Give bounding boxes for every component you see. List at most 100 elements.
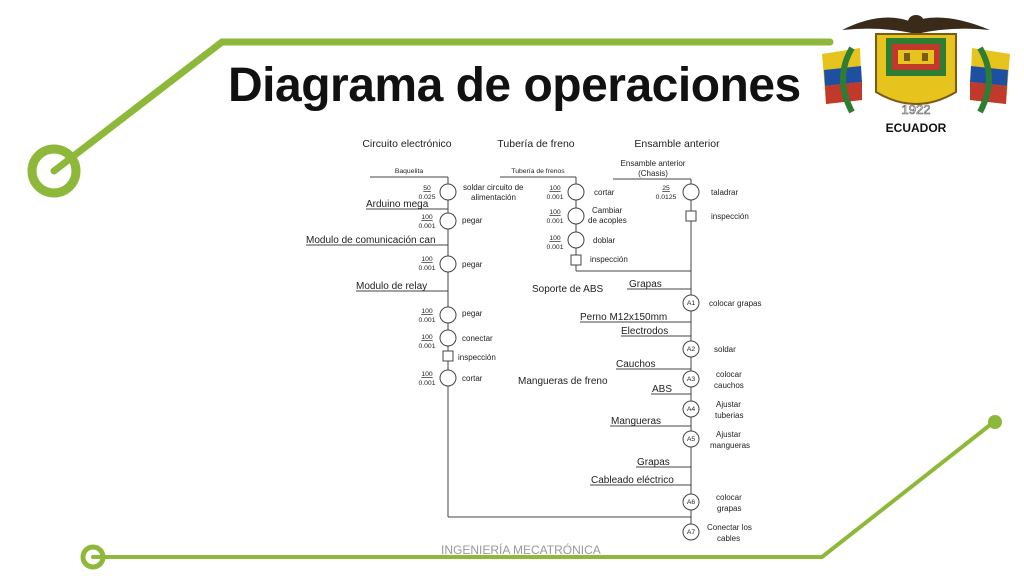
assembly-op-a4-id: A4: [687, 406, 696, 413]
circuit-op-5: 100 0.001 conectar: [418, 329, 493, 350]
chassis-op-den: 0.0125: [656, 194, 677, 201]
material-relay: Modulo de relay: [356, 281, 427, 292]
material-mangueras-freno: Mangueras de freno: [518, 376, 608, 387]
assembly-op-a5-id: A5: [687, 436, 696, 443]
header-circuito: Circuito electrónico: [362, 138, 451, 150]
emblem-year: 1922: [902, 102, 931, 117]
circuit-op-3: 100 0.001 pegar: [418, 255, 483, 273]
circuit-op-2-label: pegar: [462, 216, 483, 225]
circuit-op-1-label: soldar circuito de: [463, 183, 524, 192]
circuit-op-1: 50 0.025 soldar circuito de alimentación: [418, 183, 524, 202]
assembly-op-a4-label: Ajustar: [716, 400, 741, 409]
emblem-label: ECUADOR: [886, 121, 947, 135]
chassis-inspection: inspección: [685, 210, 749, 222]
assembly-op-a5-label2: mangueras: [710, 441, 750, 450]
circuit-op-3-num: 100: [421, 256, 433, 263]
material-can: Modulo de comunicación can: [306, 235, 436, 246]
circuit-op-4: 100 0.001 pegar: [418, 306, 483, 324]
assembly-op-a5-label: Ajustar: [716, 430, 741, 439]
assembly-op-a4: A4 Ajustar tuberias: [682, 400, 743, 420]
feed-tuberia: Tubería de frenos: [511, 168, 565, 175]
tube-op-1: 100 0.001 cortar: [546, 183, 615, 201]
footer-text: INGENIERÍA MECATRÓNICA: [441, 543, 601, 557]
tube-op-3-den: 0.001: [546, 244, 563, 251]
assembly-op-a1-label: colocar grapas: [709, 299, 761, 308]
circuit-op-6-num: 100: [421, 371, 433, 378]
chassis-inspection-label: inspección: [711, 212, 749, 221]
ecuador-coat-of-arms-icon: 1922 ECUADOR: [822, 15, 1010, 135]
assembly-op-a5: A5 Ajustar mangueras: [682, 430, 750, 450]
assembly-op-a6-id: A6: [687, 499, 696, 506]
assembly-op-a4-label2: tuberias: [715, 411, 743, 420]
tube-op-3-label: doblar: [593, 236, 616, 245]
circuit-op-6-label: cortar: [462, 374, 483, 383]
assembly-op-a7-id: A7: [687, 529, 696, 536]
circuit-op-4-den: 0.001: [418, 317, 435, 324]
material-soporte-abs: Soporte de ABS: [532, 284, 603, 295]
tube-inspection-label: inspección: [590, 255, 628, 264]
chassis-op-label: taladrar: [711, 188, 738, 197]
material-electrodos: Electrodos: [621, 326, 668, 337]
tube-op-1-den: 0.001: [546, 194, 563, 201]
header-ensamble: Ensamble anterior: [634, 138, 720, 150]
circuit-op-2-den: 0.001: [418, 223, 435, 230]
tube-op-2-den: 0.001: [546, 218, 563, 225]
feed-baquelita: Baquelita: [395, 168, 424, 175]
material-grapas-1: Grapas: [629, 279, 662, 290]
assembly-op-a3-id: A3: [687, 376, 696, 383]
circuit-op-5-den: 0.001: [418, 343, 435, 350]
tube-op-2: 100 0.001 Cambiar de acoples: [546, 206, 626, 225]
circuit-op-5-label: conectar: [462, 334, 493, 343]
material-cableado: Cableado eléctrico: [591, 475, 674, 486]
chassis-op: 25 0.0125 taladrar: [656, 183, 738, 201]
circuit-op-4-label: pegar: [462, 309, 483, 318]
assembly-op-a2-label: soldar: [714, 345, 736, 354]
assembly-op-a2: A2 soldar: [682, 340, 736, 358]
tube-op-2-num: 100: [549, 209, 561, 216]
material-arduino: Arduino mega: [366, 199, 429, 210]
assembly-op-a1-id: A1: [687, 300, 696, 307]
slide-title: Diagrama de operaciones: [228, 59, 801, 112]
feed-ensamble-2: (Chasis): [638, 169, 668, 178]
material-cauchos: Cauchos: [616, 359, 655, 370]
material-perno: Perno M12x150mm: [580, 312, 667, 323]
assembly-op-a3: A3 colocar cauchos: [682, 370, 744, 390]
assembly-op-a3-label2: cauchos: [714, 381, 744, 390]
tube-op-3: 100 0.001 doblar: [546, 231, 616, 251]
feed-ensamble-1: Ensamble anterior: [621, 159, 686, 168]
circuit-op-2-num: 100: [421, 214, 433, 221]
circuit-op-6-den: 0.001: [418, 380, 435, 387]
circuit-op-5-num: 100: [421, 334, 433, 341]
circuit-inspection: inspección: [442, 350, 496, 362]
assembly-op-a3-label: colocar: [716, 370, 742, 379]
circuit-op-6: 100 0.001 cortar: [418, 369, 483, 387]
circuit-op-3-den: 0.001: [418, 265, 435, 272]
circuit-op-1-label2: alimentación: [471, 193, 516, 202]
assembly-op-a7: A7 Conectar los cables: [682, 523, 752, 543]
material-grapas-2: Grapas: [637, 457, 670, 468]
circuit-op-1-den: 0.025: [418, 194, 435, 201]
tube-inspection: inspección: [570, 254, 628, 266]
circuit-op-4-num: 100: [421, 308, 433, 315]
header-tuberia: Tubería de freno: [497, 138, 574, 150]
chassis-op-num: 25: [662, 185, 670, 192]
tube-op-3-num: 100: [549, 235, 561, 242]
assembly-op-a2-id: A2: [687, 346, 696, 353]
assembly-op-a7-label2: cables: [717, 534, 740, 543]
circuit-op-3-label: pegar: [462, 260, 483, 269]
assembly-op-a7-label: Conectar los: [707, 523, 752, 532]
tube-op-2-label: Cambiar: [592, 206, 623, 215]
assembly-op-a1: A1 colocar grapas: [682, 294, 761, 312]
tube-op-1-label: cortar: [594, 188, 615, 197]
assembly-op-a6-label: colocar: [716, 493, 742, 502]
circuit-inspection-label: inspección: [458, 353, 496, 362]
material-mangueras: Mangueras: [611, 416, 661, 427]
circuit-op-2: 100 0.001 pegar: [418, 212, 483, 230]
circuit-op-1-num: 50: [423, 185, 431, 192]
assembly-op-a6-label2: grapas: [717, 504, 741, 513]
tube-op-1-num: 100: [549, 185, 561, 192]
assembly-op-a6: A6 colocar grapas: [682, 493, 742, 513]
material-abs: ABS: [652, 384, 672, 395]
